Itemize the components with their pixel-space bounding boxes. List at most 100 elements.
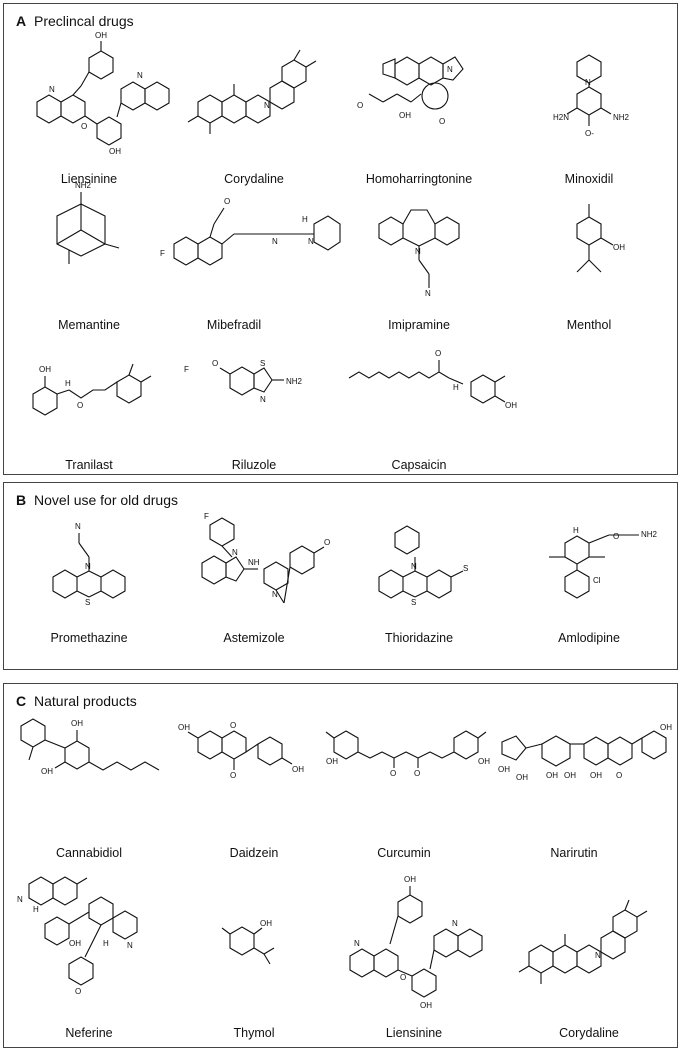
compound-imipramine-a: N N Imipramine [339,164,499,334]
svg-text:O: O [324,538,330,547]
svg-text:O: O [390,769,396,778]
compound-name: Cannabidiol [55,846,123,860]
svg-text:N: N [452,919,458,928]
svg-text:N: N [49,85,55,94]
svg-text:H: H [65,379,71,388]
panel-a: A Preclincal drugs OH N O N OH Liensinin… [3,3,678,475]
compound-tranilast-a: OH H O Tranilast [9,334,169,484]
memantine-structure: NH2 [56,181,120,264]
compound-mibefradil-a: F N H N O Mibefradil [154,164,354,334]
svg-text:H: H [573,526,579,535]
svg-text:OH: OH [546,771,558,780]
svg-text:H: H [33,905,39,914]
compound-name: Promethazine [50,631,128,645]
svg-text:O: O [439,117,445,126]
liensinine-c-structure: OH N O N OH [349,875,483,1010]
svg-text:F: F [160,249,165,258]
svg-text:OH: OH [71,719,83,728]
svg-text:O: O [616,771,622,780]
compound-name: Mibefradil [206,318,262,332]
svg-text:O: O [613,532,619,541]
compound-name: Corydaline [224,172,284,186]
panel-a-title: Preclincal drugs [34,13,134,29]
corydaline-structure: N [187,49,317,134]
panel-b: B Novel use for old drugs N S N Prometha… [3,482,678,670]
compound-corydaline-a: N Corydaline [174,14,334,186]
svg-text:O: O [212,359,218,368]
svg-text:S: S [85,598,90,607]
liensinine-structure: OH N O N OH [36,31,170,156]
svg-text:N: N [85,562,91,571]
svg-text:N: N [232,548,238,557]
svg-text:O: O [230,771,236,780]
svg-text:OH: OH [505,401,517,410]
svg-text:N: N [272,590,278,599]
svg-text:OH: OH [69,939,81,948]
svg-text:OH: OH [292,765,304,774]
svg-text:NH2: NH2 [613,113,630,122]
compound-capsaicin-a: O H OH Capsaicin [339,334,539,484]
compound-name: Minoxidil [564,172,614,186]
panel-a-header: A Preclincal drugs [16,13,134,29]
svg-text:OH: OH [498,765,510,774]
svg-text:OH: OH [516,773,528,782]
svg-text:O-: O- [585,129,594,138]
svg-text:NH: NH [248,558,260,567]
svg-text:N: N [17,895,23,904]
compound-liensinine-a: OH N O N OH Liensinine [9,14,170,186]
homoharringtonine-structure: O OH N O [357,56,464,126]
svg-text:S: S [411,598,416,607]
svg-text:F: F [204,512,209,521]
curcumin-structure: O O OH OH [325,730,490,778]
compound-promethazine-b: N S N Promethazine [9,513,169,663]
compound-thioridazine-b: N S S Thioridazine [339,513,499,663]
svg-text:N: N [137,71,143,80]
svg-text:OH: OH [399,111,411,120]
svg-text:N: N [75,522,81,531]
compound-thymol-c: OH Thymol [174,864,334,1044]
compound-name: Curcumin [377,846,431,860]
riluzole-structure: F O S N NH2 [184,359,303,404]
svg-text:H: H [302,215,308,224]
panel-b-letter: B [16,492,27,508]
compound-homoharringtonine-a: O OH N O Homoharringtonine [339,14,499,186]
panel-b-title: Novel use for old drugs [34,492,178,508]
svg-text:OH: OH [660,723,672,732]
compound-menthol-a: OH Menthol [509,164,669,334]
compound-neferine-c: N H OH H N O Neferine [9,864,169,1044]
svg-text:N: N [354,939,360,948]
compound-name: Thymol [233,1026,275,1040]
compound-name: Memantine [58,318,120,332]
svg-text:Cl: Cl [593,576,601,585]
compound-astemizole-b: F NH N N O Astemizole [174,512,334,663]
svg-text:N: N [415,247,421,256]
compound-name: Menthol [566,318,612,332]
compound-name: Liensinine [60,172,118,186]
svg-text:N: N [425,289,431,298]
svg-text:N: N [447,65,453,74]
compound-minoxidil-a: H2N NH2 O- N Minoxidil [509,14,669,186]
svg-text:OH: OH [590,771,602,780]
svg-text:OH: OH [564,771,576,780]
svg-text:NH2: NH2 [286,377,303,386]
svg-text:N: N [264,101,270,110]
neferine-structure: N H OH H N O [17,876,138,996]
compound-name: Capsaicin [391,458,447,472]
tranilast-structure: OH H O [32,363,152,416]
svg-text:F: F [184,365,189,374]
svg-text:NH2: NH2 [75,181,92,190]
compound-name: Narirutin [550,846,598,860]
panel-c: C Natural products OH OH Cannabidiol OH [3,683,678,1048]
svg-text:O: O [224,197,230,206]
panel-a-letter: A [16,13,27,29]
amlodipine-structure: H Cl NH2 O [549,526,658,599]
svg-text:N: N [272,237,278,246]
compound-name: Corydaline [559,1026,619,1040]
mibefradil-structure: F N H N O [160,197,341,266]
svg-text:O: O [230,721,236,730]
minoxidil-structure: H2N NH2 O- N [553,54,630,138]
svg-text:N: N [127,941,133,950]
compound-name: Amlodipine [558,631,620,645]
imipramine-structure: N N [378,209,460,298]
svg-text:O: O [357,101,363,110]
